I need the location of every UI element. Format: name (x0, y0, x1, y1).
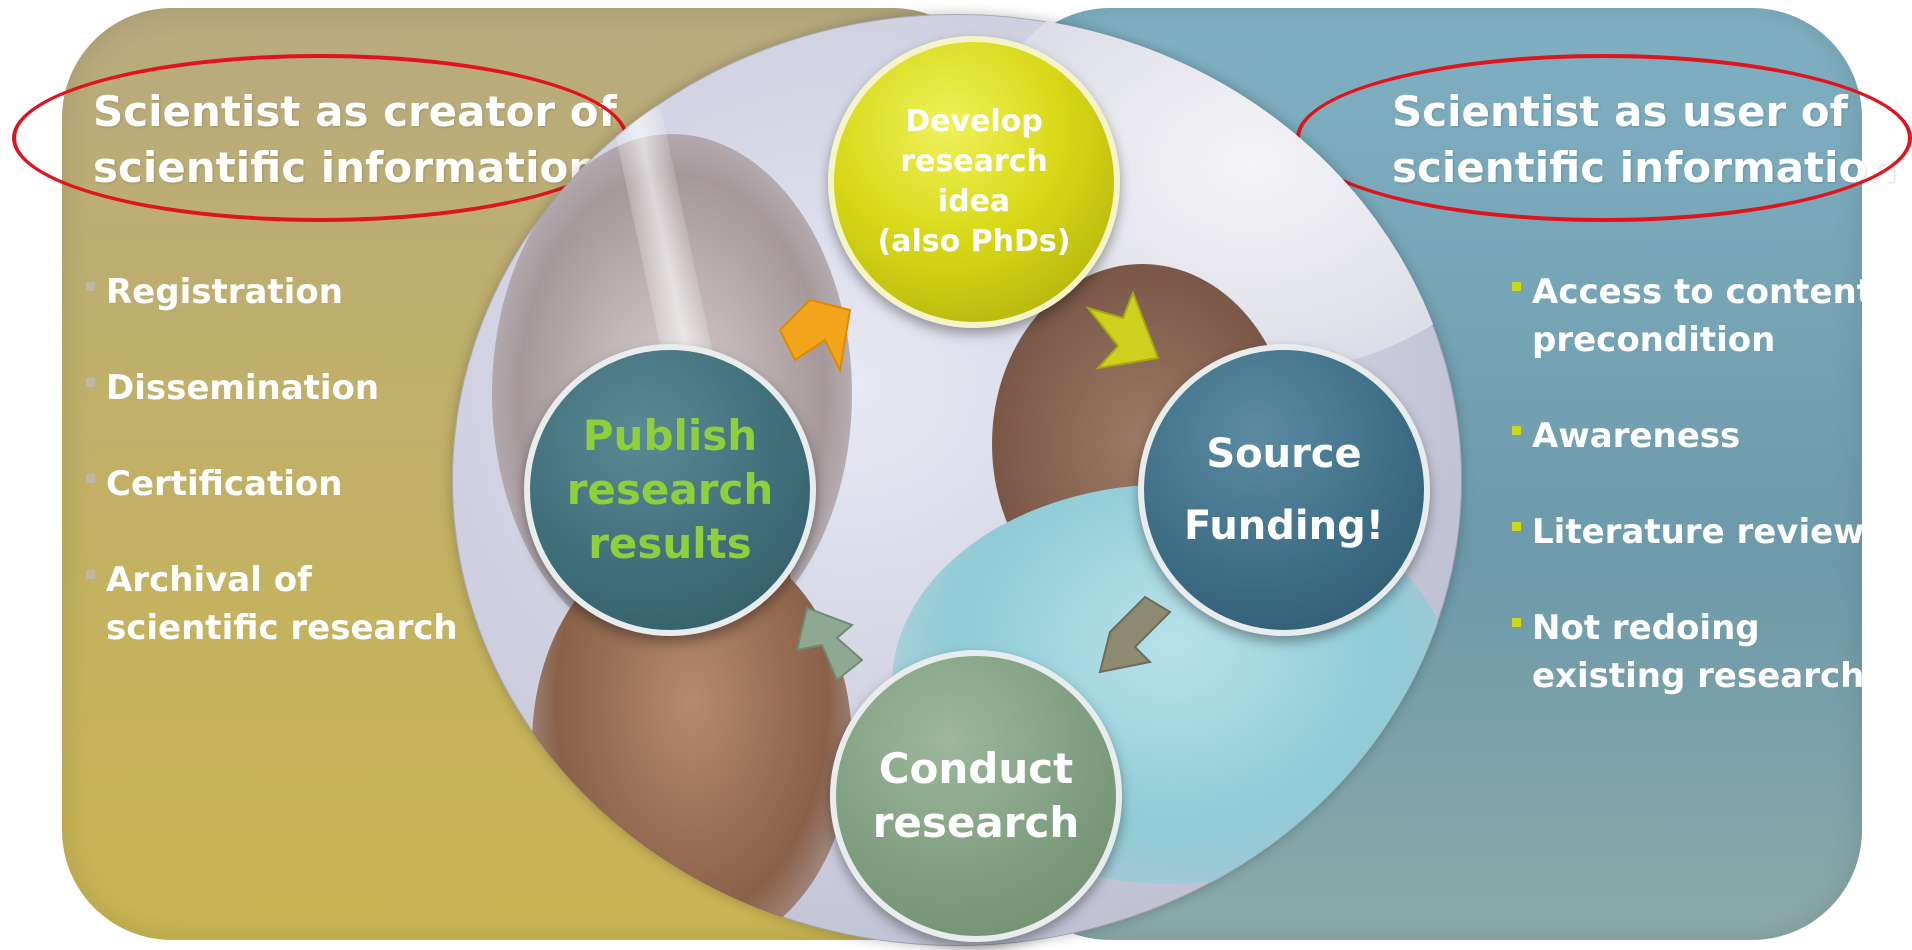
publish-results-node: Publish research results (524, 344, 816, 636)
list-item: Literature review (1512, 508, 1873, 556)
bullet-icon (86, 570, 95, 579)
list-item: Access to content precondition (1512, 268, 1873, 364)
source-funding-node: Source Funding! (1138, 344, 1430, 636)
develop-idea-node: Develop research idea (also PhDs) (828, 36, 1120, 328)
arrow-up-left-icon (795, 606, 864, 682)
user-list: Access to content precondition Awareness… (1512, 268, 1873, 748)
bullet-icon (1512, 618, 1521, 627)
list-item: Not redoing existing research (1512, 604, 1873, 700)
list-item: Dissemination (86, 364, 458, 412)
creator-list: Registration Dissemination Certification… (86, 268, 458, 700)
arrow-up-right-icon (778, 298, 852, 374)
bullet-icon (86, 474, 95, 483)
list-item: Registration (86, 268, 458, 316)
creator-highlight-oval (12, 54, 628, 222)
list-item: Awareness (1512, 412, 1873, 460)
list-item: Archival of scientific research (86, 556, 458, 652)
bullet-icon (86, 282, 95, 291)
arrow-down-right-icon (1085, 290, 1160, 370)
list-item-label: Dissemination (106, 368, 380, 408)
list-item: Certification (86, 460, 458, 508)
list-item-label: Archival of scientific research (106, 560, 458, 648)
list-item-label: Awareness (1532, 416, 1741, 456)
list-item-label: Certification (106, 464, 343, 504)
bullet-icon (86, 378, 95, 387)
bullet-icon (1512, 282, 1521, 291)
bullet-icon (1512, 522, 1521, 531)
list-item-label: Registration (106, 272, 343, 312)
list-item-label: Not redoing existing research (1532, 608, 1865, 696)
arrow-down-left-icon (1098, 595, 1172, 674)
conduct-research-node: Conduct research (830, 650, 1122, 942)
bullet-icon (1512, 426, 1521, 435)
list-item-label: Access to content precondition (1532, 272, 1873, 360)
list-item-label: Literature review (1532, 512, 1865, 552)
